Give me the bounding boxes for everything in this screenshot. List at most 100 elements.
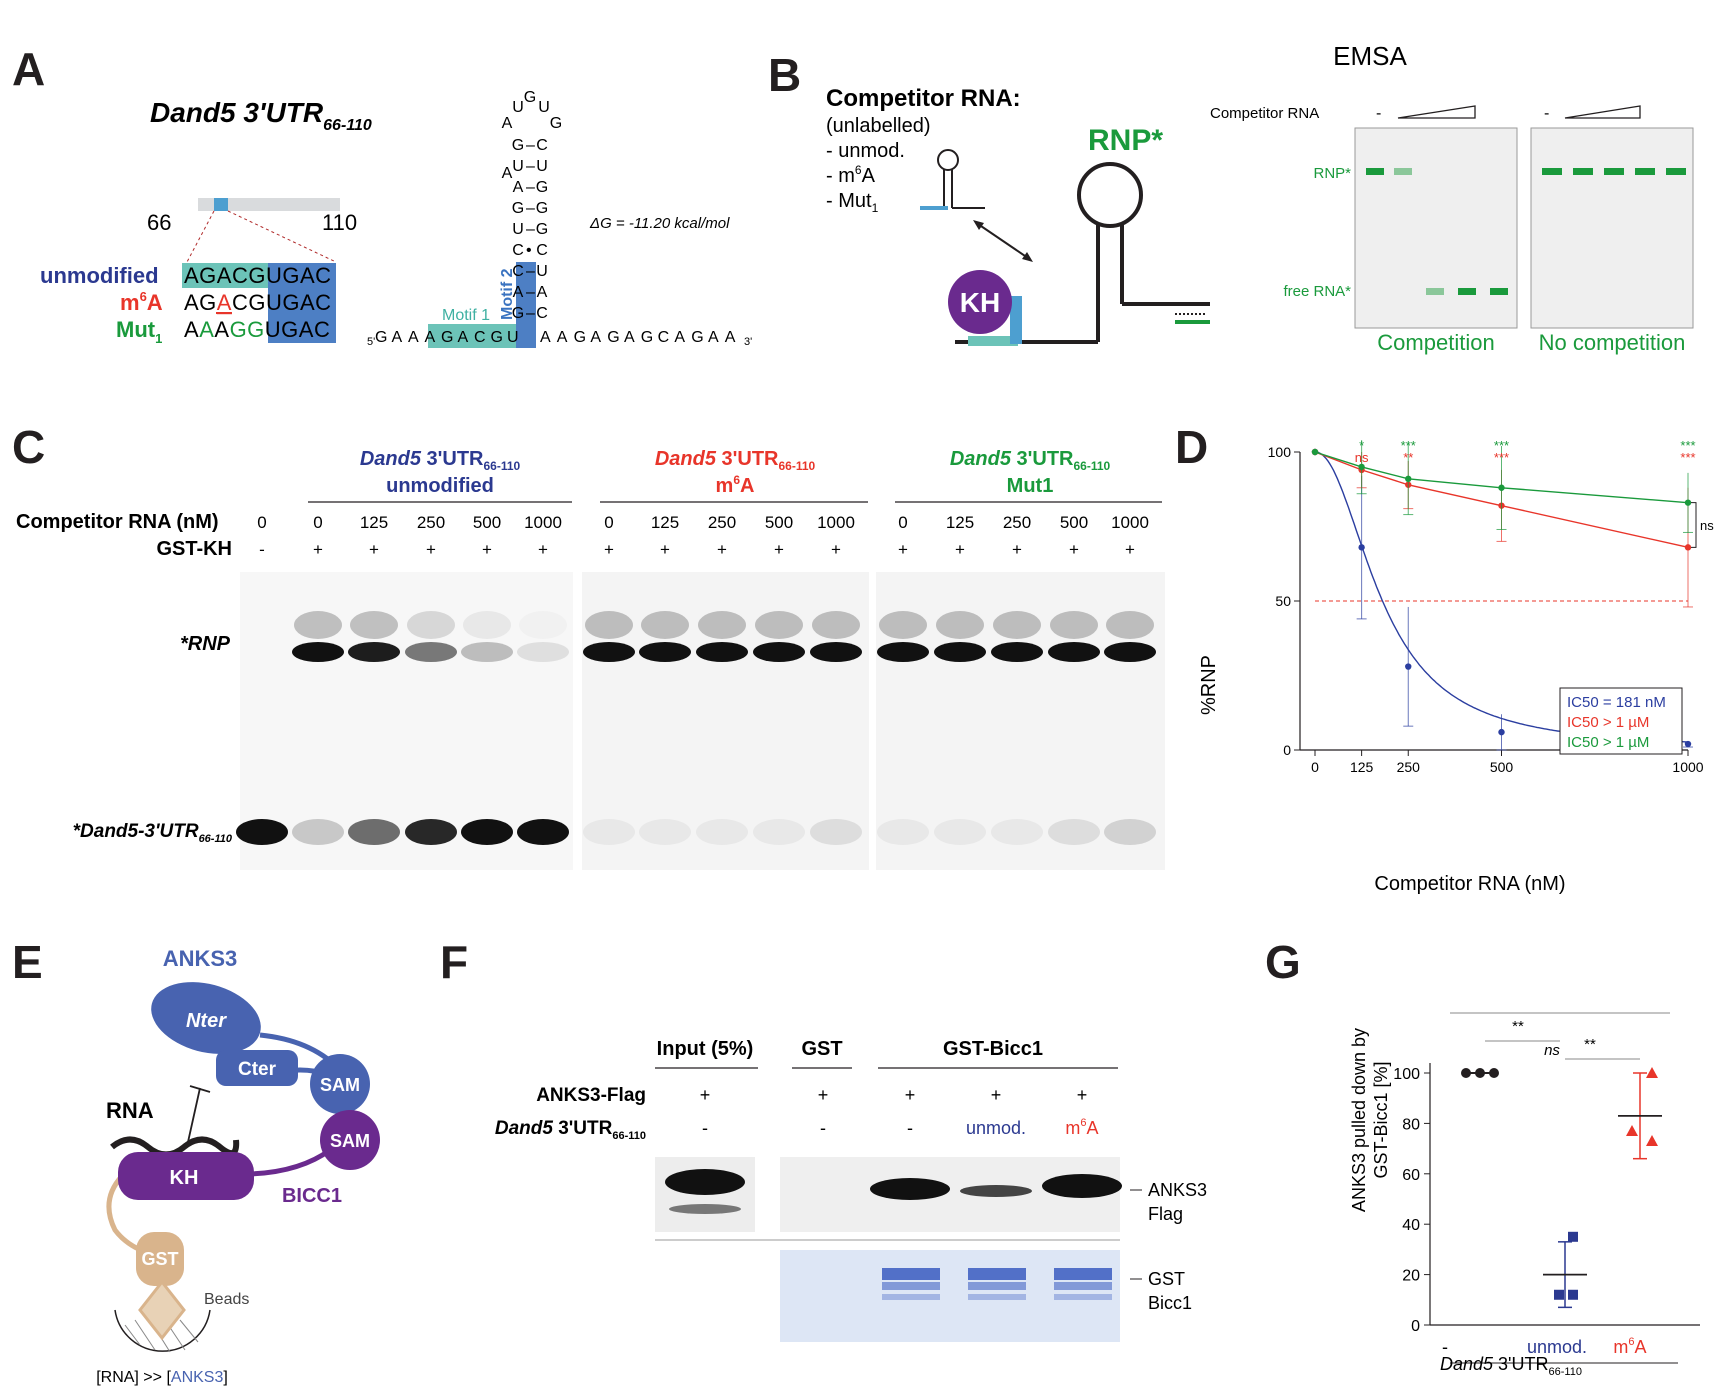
f-row1-v2: +	[818, 1085, 829, 1105]
g-ytick-label: 100	[1393, 1066, 1420, 1083]
d-legend-blue: IC50 = 181 nM	[1567, 694, 1666, 711]
seq-mut1: AAAGGUGAC	[184, 317, 330, 342]
lane-labels: 0-0+125+250+500+1000+0+125+250+500+1000+…	[257, 513, 1149, 559]
gel-mut1	[876, 572, 1165, 870]
f-row2-v5: m6A	[1065, 1117, 1098, 1138]
lane-conc-label: 0	[313, 513, 322, 532]
f-row1-v5: +	[1077, 1085, 1088, 1105]
lane-conc-label: 500	[1060, 513, 1088, 532]
rnp-band	[1104, 642, 1156, 662]
g-sig-2: **	[1584, 1036, 1596, 1053]
bead-star-icon	[138, 1279, 186, 1341]
competitor-line-unlabelled: (unlabelled)	[826, 115, 931, 137]
g-point	[1554, 1289, 1564, 1300]
rnp-hairpin	[955, 162, 1210, 346]
kh-domain	[948, 270, 1012, 334]
d-xtick-label: 1000	[1672, 759, 1703, 775]
anks3-nter	[151, 982, 261, 1054]
rnp-band	[934, 642, 986, 662]
delta-g: ΔG = -11.20 kcal/mol	[589, 215, 730, 232]
stem-right-nt: G	[536, 200, 548, 217]
g-ytick-label: 80	[1402, 1116, 1420, 1133]
free-rna-band	[877, 819, 929, 845]
nt-right: G	[607, 329, 619, 346]
bicc1-label: BICC1	[282, 1185, 342, 1207]
d-ytick-label: 0	[1283, 742, 1291, 758]
group-header-unmodified: Dand5 3'UTR66-110	[360, 448, 521, 473]
motif2-label: Motif 2	[499, 268, 516, 320]
lane-gst-label: +	[369, 540, 379, 559]
competitor-line-m6a: - m6A	[826, 163, 876, 187]
d-point	[1684, 740, 1692, 748]
bulge-nt: A	[502, 165, 513, 182]
lane-gst-label: +	[482, 540, 492, 559]
double-arrow-icon	[973, 220, 1033, 262]
gel-bands	[236, 611, 1156, 845]
stem-right-nt: C	[536, 242, 548, 259]
rnp-smear	[936, 611, 984, 639]
stem-pair: •	[526, 242, 532, 259]
beads-label: Beads	[204, 1291, 249, 1308]
panel-g-letter: G	[1265, 936, 1301, 988]
free-band-label: *Dand5-3'UTR66-110	[73, 821, 233, 845]
sam-label-1: SAM	[320, 1075, 360, 1095]
nt-right: A	[540, 329, 551, 346]
g-point	[1626, 1124, 1638, 1136]
stem-left-nt: G	[512, 200, 524, 217]
lane-gst-label: +	[426, 540, 436, 559]
rna-label: RNA	[106, 1098, 154, 1123]
nt-left: G	[491, 329, 503, 346]
lane-conc-label: 1000	[817, 513, 855, 532]
d-ylabel: %RNP	[1198, 655, 1220, 715]
nt-left: A	[425, 329, 436, 346]
nt-right: A	[624, 329, 635, 346]
group-header-m6a: Dand5 3'UTR66-110	[655, 448, 816, 473]
lane-gst-label: +	[831, 540, 841, 559]
stem-left-nt: G	[512, 137, 524, 154]
loop-nt: A	[502, 115, 513, 132]
d-point	[1358, 544, 1365, 551]
emsa-title: EMSA	[1333, 41, 1407, 71]
panel-a: Dand5 3'UTR66-110 66 110 unmodified m6A …	[40, 89, 752, 348]
nt-right: G	[691, 329, 703, 346]
emsa-competitor-label: Competitor RNA	[1210, 105, 1319, 122]
free-rna-band	[236, 819, 288, 845]
gst-kh-row-label: GST-KH	[156, 538, 232, 560]
d-ytick-label: 50	[1275, 593, 1291, 609]
lane-gst-label: +	[955, 540, 965, 559]
lane-conc-label: 0	[604, 513, 613, 532]
lane-conc-label: 125	[946, 513, 974, 532]
nt-right: A	[708, 329, 719, 346]
stem-right-nt: C	[536, 137, 548, 154]
lane-conc-label: 0	[257, 513, 266, 532]
panel-a-title: Dand5 3'UTR66-110	[150, 97, 372, 134]
stem-pair: –	[526, 179, 535, 196]
kh-domain-e	[118, 1152, 254, 1200]
nt-left: A	[458, 329, 469, 346]
emsa-gel-competition	[1354, 127, 1518, 329]
stem-left-nt: A	[513, 284, 524, 301]
rnp-smear	[519, 611, 567, 639]
d-point	[1684, 544, 1692, 551]
rnp-smear	[698, 611, 746, 639]
blot-label-flag: Flag	[1148, 1204, 1183, 1224]
lane-gst-label: +	[313, 540, 323, 559]
stem-left-nt: U	[512, 221, 524, 238]
d-sig-red: ***	[1680, 450, 1695, 465]
motif1-struct	[428, 324, 516, 348]
lane-gst-label: +	[538, 540, 548, 559]
lane-gst-label: +	[717, 540, 727, 559]
nt-right: G	[574, 329, 586, 346]
free-rna-band	[292, 819, 344, 845]
stem-left-nt: U	[512, 158, 524, 175]
panel-b: Competitor RNA: (unlabelled) - unmod. - …	[826, 41, 1694, 355]
nt-left: A	[408, 329, 419, 346]
loop-nt: U	[538, 99, 550, 116]
stem-left-nt: C	[512, 263, 524, 280]
anks3-label: ANKS3	[163, 946, 238, 971]
g-ytick-label: 40	[1402, 1217, 1420, 1234]
free-rna-band	[348, 819, 400, 845]
d-point	[1405, 663, 1412, 670]
gel-m6a	[582, 572, 869, 870]
